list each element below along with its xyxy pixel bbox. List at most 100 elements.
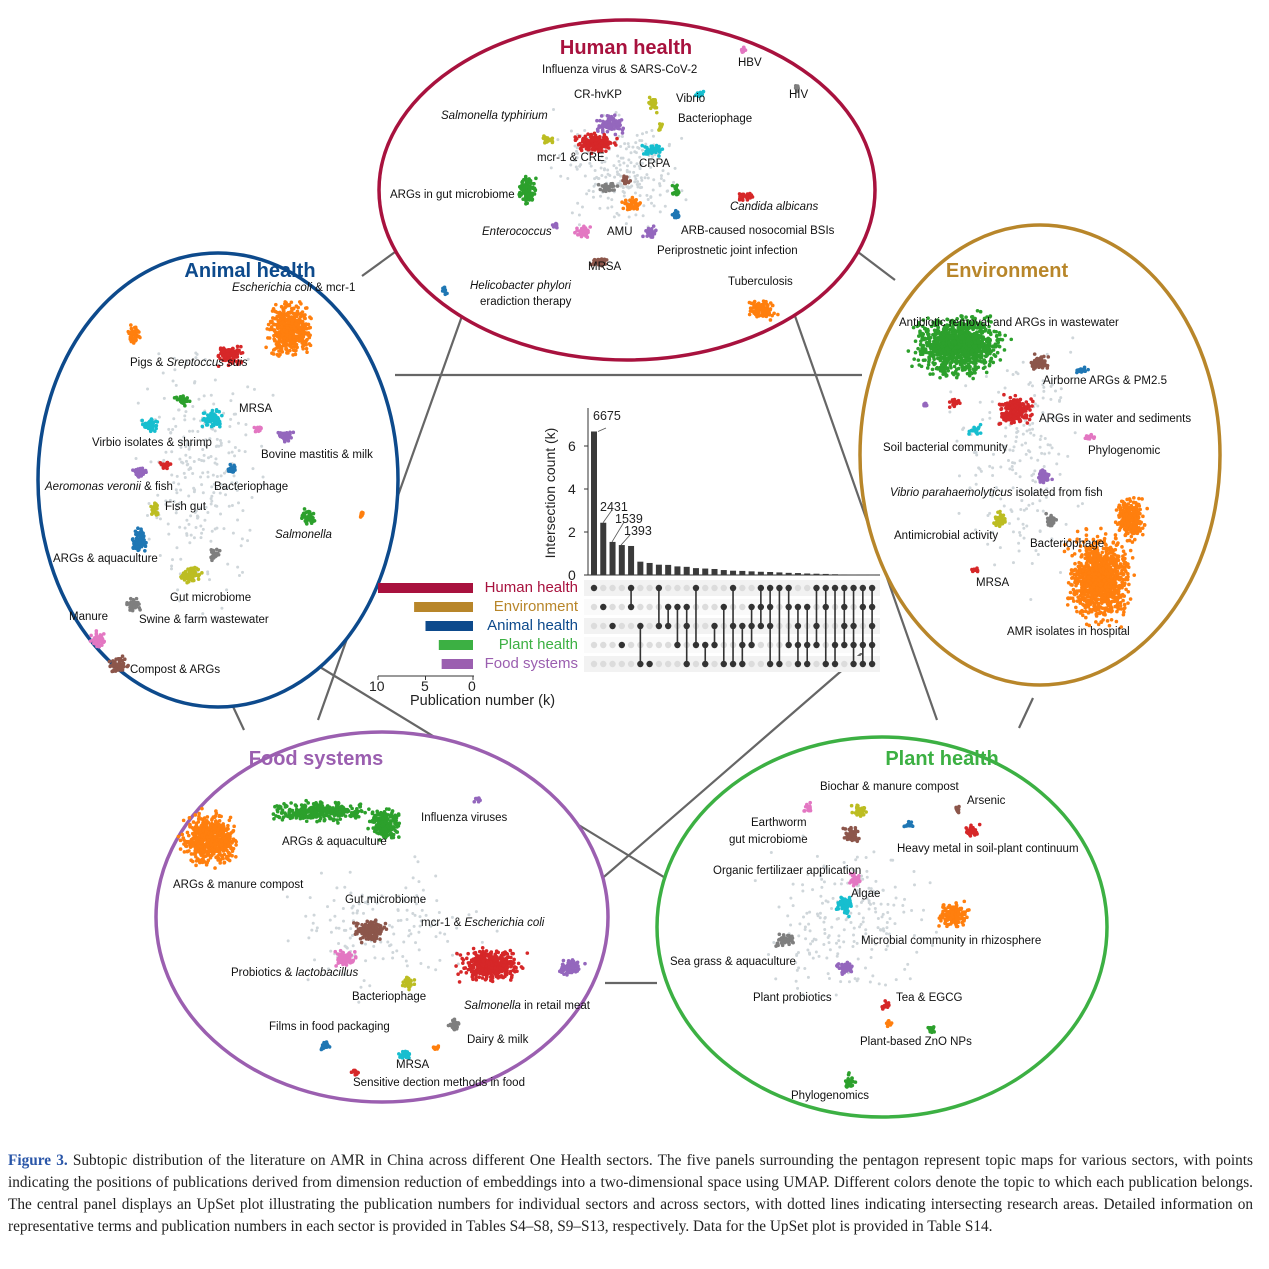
topic-label: Sea grass & aquaculture [670,956,796,968]
topic-label: Dairy & milk [467,1034,529,1046]
topic-cluster [130,526,148,553]
topic-label: eradiction therapy [480,296,572,308]
topic-label: Bacteriophage [214,481,289,493]
topic-cluster [400,975,417,992]
topic-cluster [640,143,665,158]
topic-cluster [226,462,237,474]
topic-cluster [1036,468,1054,485]
topic-label: Tea & EGCG [896,992,963,1004]
topic-cluster [595,113,626,137]
topic-cluster [440,285,449,297]
topic-label: Plant-based ZnO NPs [860,1036,972,1048]
set-x-tick-label: 0 [468,678,476,694]
topic-label: Bacteriophage [678,113,753,125]
intersection-bar [794,573,801,575]
topic-label: Gut microbiome [345,894,427,906]
topic-label-part: Sreptoccus suis [166,357,248,369]
topic-cluster [158,460,173,471]
matrix-dot-inactive [785,660,792,668]
topic-label: Compost & ARGs [130,664,221,676]
matrix-dot-inactive [646,622,653,630]
matrix-dot-inactive [637,584,644,592]
topic-label: MRSA [239,403,273,415]
topic-cluster [922,401,929,408]
topic-cluster [670,183,681,197]
topic-label: Candida albicans [730,201,819,213]
topic-cluster [300,507,317,526]
topic-label: Enterococcus [482,226,552,238]
topic-label: Antimicrobial activity [894,530,999,542]
topic-cluster [997,392,1035,426]
set-x-tick-label: 10 [369,678,385,694]
topic-label: ARB-caused nosocomial BSIs [681,225,835,237]
matrix-dot-active [609,622,616,630]
set-label-food-systems: Food systems [484,655,578,672]
intersection-bar [720,570,727,575]
topic-label: HIV [789,89,809,101]
topic-cluster [926,1025,936,1035]
matrix-dot-inactive [757,660,765,668]
topic-label: Aeromonas veronii & fish [45,480,173,494]
set-x-tick-label: 5 [421,678,429,694]
set-size-bar [414,602,473,612]
matrix-dot-inactive [627,660,635,668]
topic-cluster [431,1044,441,1051]
intersection-bar [618,545,625,575]
topic-label-part: Vibrio parahaemolyticus [890,487,1013,499]
topic-label: Sensitive dection methods in food [353,1077,525,1089]
topic-label: MRSA [396,1059,430,1071]
y-tick-label: 0 [568,567,576,583]
topic-cluster [802,800,813,813]
topic-label: AMU [607,226,633,238]
matrix-dot-inactive [711,603,718,611]
matrix-dot-inactive [600,584,607,592]
plant-health-panel [655,735,1109,1119]
y-tick-label: 4 [568,481,576,497]
matrix-dot-inactive [813,660,820,668]
intersection-bar [646,562,653,575]
matrix-dot-inactive [637,603,644,611]
topic-cluster [670,208,681,220]
topic-label: Phylogenomics [791,1090,869,1102]
topic-cluster [835,960,854,976]
figure-graphic [36,18,1222,1119]
topic-cluster [319,1040,332,1052]
topic-cluster [1029,352,1051,371]
topic-cluster [641,224,658,239]
intersection-bar [859,574,866,576]
set-label-plant-health: Plant health [498,636,578,653]
y-tick-label: 2 [568,524,576,540]
topic-cluster [834,895,853,919]
topic-cluster [737,191,755,202]
matrix-dot-inactive [590,641,598,649]
intersection-bar [711,568,718,575]
topic-label: Helicobacter phylori [470,280,571,292]
topic-label: MRSA [588,261,622,273]
topic-cluster [880,999,891,1011]
bar-value-label: 2431 [600,500,628,514]
topic-cluster [276,430,296,444]
topic-cluster [793,84,800,94]
topic-cluster [739,45,748,54]
topic-cluster [358,510,365,519]
intersection-bar [785,572,792,575]
matrix-dot-inactive [627,641,635,649]
topic-cluster [1113,496,1149,544]
topic-cluster [200,407,224,429]
topic-cluster [657,122,664,132]
matrix-dot-inactive [739,603,746,611]
topic-label: Earthworm [751,817,807,829]
food-systems-panel [154,730,610,1104]
matrix-dot-inactive [748,660,755,668]
topic-cluster [517,174,538,206]
intersection-bar [869,574,876,576]
topic-label: Algae [851,888,881,900]
topic-cluster [747,299,780,322]
topic-label: Salmonella in retail meat [464,999,590,1013]
topic-label: Airborne ARGs & PM2.5 [1043,375,1167,387]
matrix-dot-inactive [674,660,681,668]
topic-label: Organic fertilizaer application [713,865,862,877]
matrix-dot-active [600,603,607,611]
topic-cluster [176,806,238,870]
animal-health-title: Animal health [184,260,316,282]
